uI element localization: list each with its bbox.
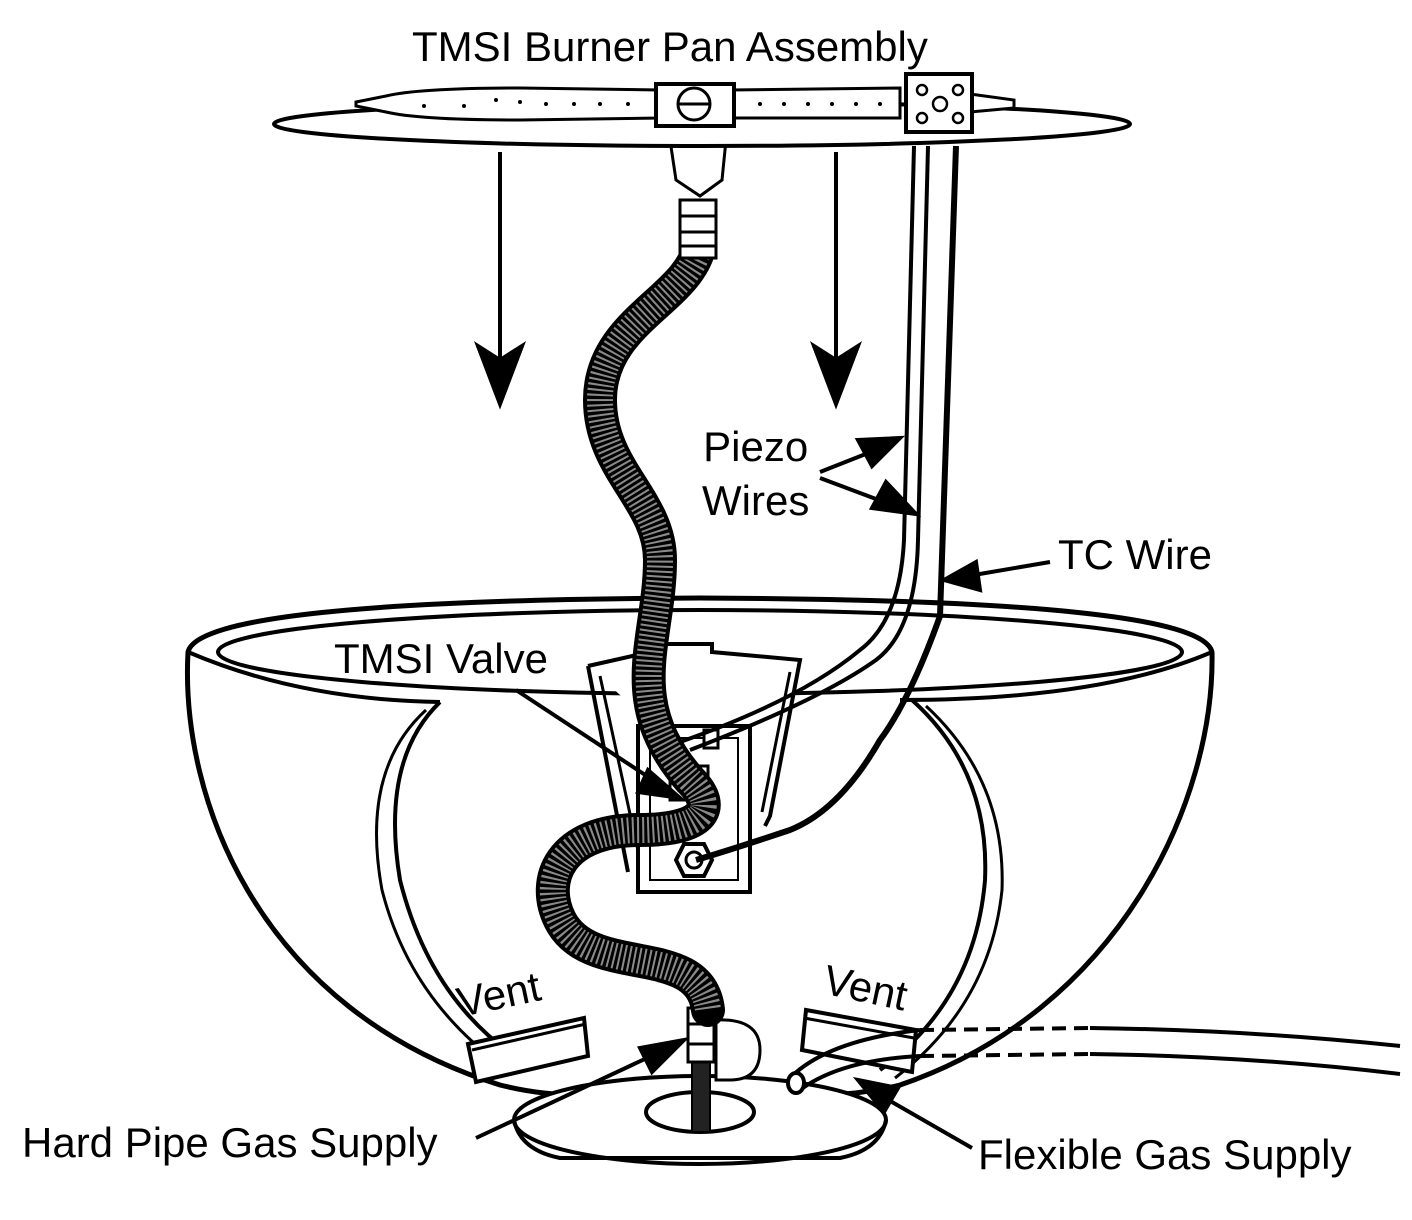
tc-wire [695, 145, 959, 863]
tmsi-valve-label: TMSI Valve [334, 635, 548, 682]
piezo-wires-label-line2: Wires [702, 476, 810, 524]
burner-tube [354, 86, 662, 122]
bowl-inner-wall-right [878, 698, 988, 1072]
callout-arrows [475, 435, 1051, 1150]
bowl-rim-lip [187, 650, 1213, 704]
tc-wire-label: TC Wire [1058, 531, 1212, 578]
vent-left [465, 1015, 591, 1085]
flexible-gas-supply-label: Flexible Gas Supply [978, 1131, 1352, 1178]
hard-pipe-gas-supply-label: Hard Pipe Gas Supply [22, 1119, 438, 1166]
bowl-inner-wall-left [393, 700, 522, 1062]
piezo-wires-label-line1: Piezo [703, 423, 809, 470]
install-direction-arrows [473, 152, 863, 410]
burner-ports [422, 98, 882, 108]
valve-arrow [514, 688, 664, 788]
hard-pipe-arrow [475, 1048, 665, 1140]
piezo-wires-label: Piezo Wires [702, 420, 809, 528]
diagram-title: TMSI Burner Pan Assembly [412, 23, 928, 70]
piezo-wire-1 [679, 145, 930, 752]
hard-pipe-gas-supply [686, 1006, 762, 1133]
flexible-gas-supply-line [786, 1026, 1401, 1095]
burner-pan [272, 72, 1132, 148]
hose-fitting-top [668, 138, 728, 260]
flex-gas-arrow [877, 1092, 973, 1150]
flex-gas-hose [535, 227, 725, 1027]
tc-arrow [967, 560, 1051, 578]
